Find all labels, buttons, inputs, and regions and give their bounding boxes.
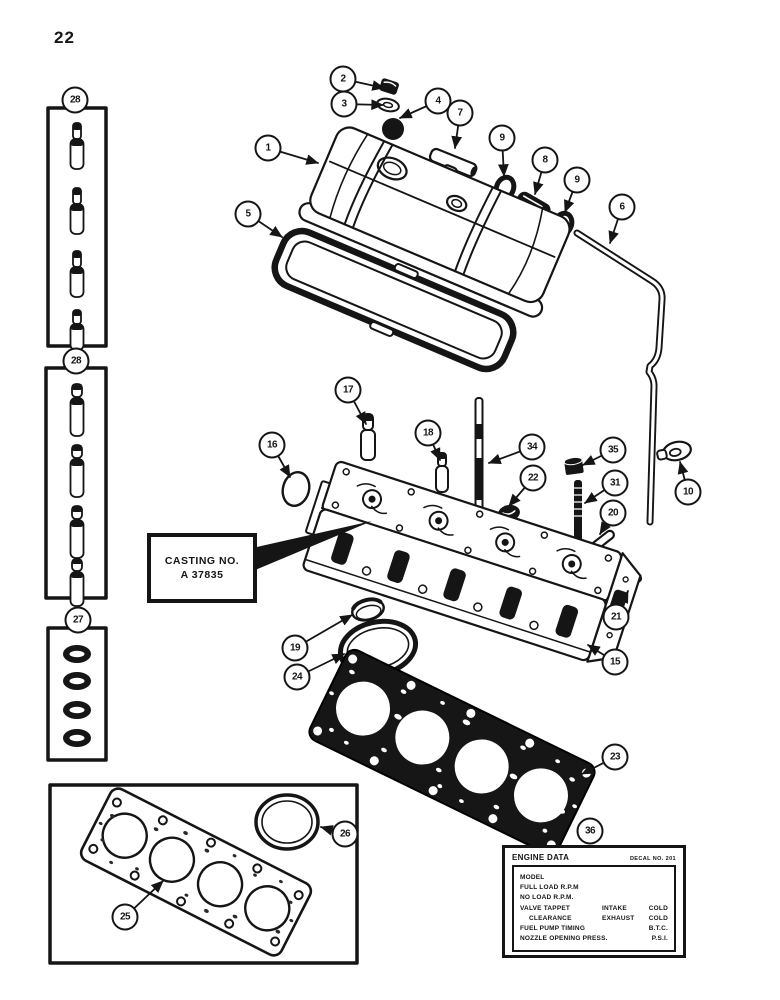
hold-down-strap [343, 140, 394, 229]
leader-line-18 [427, 432, 441, 461]
decal-cell [602, 893, 642, 903]
casting-line-2: A 37835 [180, 569, 224, 581]
leader-line-4 [399, 100, 439, 119]
decal-cell [602, 873, 642, 883]
head-gasket [308, 648, 596, 856]
decal-row: FULL LOAD R.P.M [520, 883, 668, 893]
decal-row: FUEL PUMP TIMING B.T.C. [520, 924, 668, 934]
leader-line-17 [347, 389, 367, 425]
oil-filler-cap [376, 156, 408, 181]
decal-cell: COLD [648, 914, 668, 922]
service-o-ring [254, 793, 320, 851]
leader-line-10 [677, 461, 689, 493]
decal-number: DECAL NO. 201 [629, 856, 676, 862]
valve-seal-set [63, 645, 91, 747]
valve-guide-set [69, 122, 85, 351]
breather-hole [445, 194, 468, 213]
decal-cell: CLEARANCE [529, 914, 572, 922]
decal-cell: EXHAUST [602, 914, 635, 922]
decal-cell [642, 883, 668, 893]
gasket-package-box [48, 783, 359, 965]
leader-line-9 [497, 137, 509, 177]
guide-package-box-1 [46, 106, 108, 351]
valve-guide-exhaust [360, 413, 376, 461]
decal-cell: FUEL PUMP TIMING [520, 925, 586, 933]
decal-cell [642, 893, 668, 903]
leader-line-22 [508, 477, 534, 507]
valve-cover [298, 126, 571, 318]
cylinder-bores [336, 681, 568, 823]
decal-cell: MODEL [520, 874, 545, 881]
decal-row: NO LOAD R.P.M. [520, 893, 668, 903]
expansion-plug-oval [281, 471, 311, 507]
breather-tube [573, 229, 666, 526]
leader-line-31 [584, 482, 616, 504]
engine-data-decal: ENGINE DATA DECAL NO. 201 MODEL FULL LOAD… [502, 845, 686, 958]
decal-cell: VALVE TAPPET [520, 904, 571, 912]
service-head-gasket [79, 787, 313, 957]
decal-title: ENGINE DATA [512, 853, 570, 862]
decal-header: ENGINE DATA DECAL NO. 201 [512, 853, 676, 862]
grommet [382, 118, 404, 140]
bolt-holes [331, 468, 613, 595]
valve-cover-gasket [271, 227, 517, 373]
gasket-holes [88, 797, 304, 947]
decal-cell [602, 934, 642, 944]
leader-line-35 [582, 449, 614, 466]
leader-line-3 [343, 99, 384, 111]
leader-line-1 [267, 147, 319, 165]
head-stud-long [474, 397, 484, 515]
decal-cell: FULL LOAD R.P.M [520, 884, 579, 892]
guide-package-box-2 [44, 366, 108, 607]
decal-cell: B.T.C. [648, 925, 668, 933]
cylinder-bores [101, 812, 291, 932]
rocker-pedestals [356, 483, 587, 580]
decal-table: MODEL FULL LOAD R.P.M NO LOAD R.P.M. VALVE … [512, 865, 676, 952]
leader-line-34 [488, 446, 533, 464]
decal-cell [602, 924, 642, 934]
decal-cell: NOZZLE OPENING PRESS. [520, 935, 608, 943]
decal-cell [602, 883, 642, 893]
decal-row: MODEL [520, 873, 668, 883]
valve-guide-set [69, 383, 85, 607]
casting-line-1: CASTING NO. [164, 555, 240, 567]
cup-plug [351, 597, 385, 622]
decal-cell: COLD [648, 904, 668, 912]
stud-nut [563, 456, 584, 475]
decal-cell: NO LOAD R.P.M. [520, 894, 574, 902]
casting-number-box: CASTING NO. A 37835 [147, 533, 257, 603]
gasket-holes [313, 654, 591, 850]
head-ports [304, 531, 592, 653]
decal-row: CLEARANCE EXHAUST COLD [520, 914, 668, 924]
leader-line-5 [247, 213, 283, 238]
cap-nut [379, 78, 399, 95]
leader-line-6 [608, 206, 623, 244]
page-number: 22 [54, 28, 75, 47]
leader-line-9 [564, 179, 578, 213]
hold-down-strap [454, 186, 503, 276]
tube-clamp [656, 440, 692, 462]
decal-row: VALVE TAPPET INTAKE COLD [520, 904, 668, 914]
leader-line-16 [271, 444, 291, 478]
valve-guide-intake [435, 452, 449, 493]
leader-line-7 [451, 112, 463, 149]
decal-cell: INTAKE [602, 904, 627, 912]
casting-arrow [248, 521, 372, 573]
decal-cell: P.S.I. [651, 935, 668, 943]
decal-row: NOZZLE OPENING PRESS. P.S.I. [520, 934, 668, 944]
leader-line-2 [342, 78, 385, 91]
decal-cell [642, 873, 668, 883]
seal-package-box [46, 626, 108, 762]
leader-line-8 [533, 159, 546, 195]
